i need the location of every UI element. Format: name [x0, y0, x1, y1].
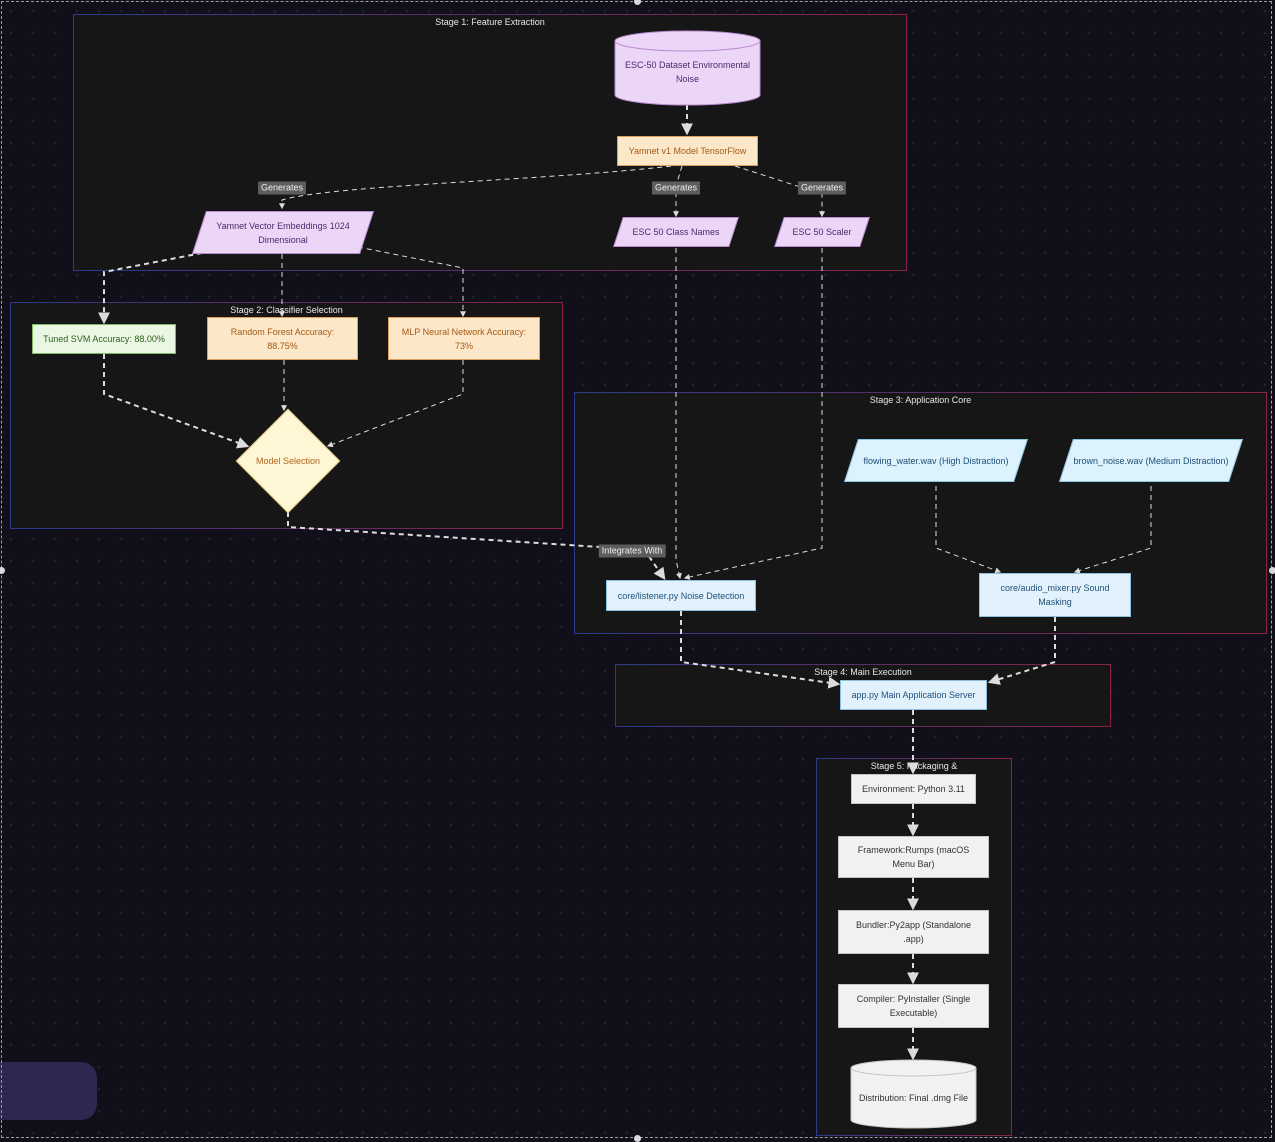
distribution-label: Distribution: Final .dmg File: [858, 1093, 969, 1103]
brown-noise-label: brown_noise.wav (Medium Distraction): [1073, 454, 1228, 468]
edge-label-generates-3: Generates: [797, 181, 847, 195]
class-names-node[interactable]: ESC 50 Class Names: [618, 217, 734, 247]
model-selection-node[interactable]: Model Selection: [235, 408, 341, 514]
bundler-line1: Bundler:Py2app (Standalone: [855, 920, 972, 930]
scaler-node[interactable]: ESC 50 Scaler: [779, 217, 865, 247]
bundler-label: Bundler:Py2app (Standalone .app): [856, 918, 971, 946]
resize-handle-bottom[interactable]: [634, 1135, 641, 1142]
app-label: app.py Main Application Server: [851, 690, 976, 700]
stage-1-title: Stage 1: Feature Extraction: [435, 17, 545, 27]
compiler-line2: Executable): [889, 1008, 938, 1018]
framework-node[interactable]: Framework:Rumps (macOS Menu Bar): [838, 836, 989, 878]
framework-label: Framework:Rumps (macOS Menu Bar): [858, 843, 970, 871]
bundler-line2: .app): [903, 934, 924, 944]
yamnet-model-node[interactable]: Yamnet v1 Model TensorFlow: [617, 136, 758, 166]
edge-label-generates-1: Generates: [257, 181, 307, 195]
listener-node[interactable]: core/listener.py Noise Detection: [606, 580, 756, 611]
random-forest-line2: 88.75%: [267, 340, 298, 351]
flowing-water-line1: flowing_water.wav (High: [863, 455, 961, 466]
environment-label: Environment: Python 3.11: [862, 784, 965, 794]
svm-node[interactable]: Tuned SVM Accuracy: 88.00%: [32, 324, 176, 354]
dataset-label-line2: Noise: [675, 74, 699, 84]
framework-line2: Menu Bar): [892, 859, 935, 869]
bundler-node[interactable]: Bundler:Py2app (Standalone .app): [838, 910, 989, 954]
brown-noise-line2: Distraction): [1183, 455, 1229, 466]
svm-label: Tuned SVM Accuracy: 88.00%: [43, 334, 165, 344]
embeddings-label: Yamnet Vector Embeddings 1024 Dimensiona…: [199, 219, 367, 247]
audio-mixer-line2: Masking: [1038, 597, 1072, 607]
random-forest-line1: Random Forest Accuracy:: [230, 326, 335, 337]
mlp-node[interactable]: MLP Neural Network Accuracy: 73%: [388, 317, 540, 360]
edge-label-generates-2: Generates: [651, 181, 701, 195]
embeddings-node[interactable]: Yamnet Vector Embeddings 1024 Dimensiona…: [199, 211, 367, 254]
stage-5-title: Stage 5: Packaging &: [870, 761, 958, 771]
mlp-label: MLP Neural Network Accuracy: 73%: [402, 325, 526, 353]
resize-handle-left[interactable]: [0, 567, 5, 574]
compiler-node[interactable]: Compiler: PyInstaller (Single Executable…: [838, 984, 989, 1028]
audio-mixer-node[interactable]: core/audio_mixer.py Sound Masking: [979, 573, 1131, 617]
mlp-line2: 73%: [454, 340, 473, 351]
app-node[interactable]: app.py Main Application Server: [840, 680, 987, 710]
listener-label: core/listener.py Noise Detection: [617, 590, 745, 601]
compiler-line1: Compiler: PyInstaller (Single: [856, 994, 971, 1004]
random-forest-label: Random Forest Accuracy: 88.75%: [231, 325, 335, 353]
compiler-label: Compiler: PyInstaller (Single Executable…: [857, 992, 971, 1020]
brown-noise-line1: brown_noise.wav (Medium: [1073, 455, 1181, 466]
distribution-node[interactable]: Distribution: Final .dmg File: [850, 1059, 977, 1129]
resize-handle-right[interactable]: [1269, 567, 1275, 574]
corner-panel-tab[interactable]: [0, 1062, 97, 1120]
database-cylinder-icon: [614, 30, 761, 106]
scaler-label: ESC 50 Scaler: [792, 227, 852, 237]
stage-3-title: Stage 3: Application Core: [869, 395, 972, 405]
database-cylinder-icon: [850, 1059, 977, 1129]
flowing-water-line2: Distraction): [963, 455, 1009, 466]
audio-mixer-label: core/audio_mixer.py Sound Masking: [1000, 581, 1109, 609]
dataset-node[interactable]: ESC-50 Dataset Environmental Noise: [614, 30, 761, 106]
edge-label-integrates-with: Integrates With: [598, 544, 666, 558]
random-forest-node[interactable]: Random Forest Accuracy: 88.75%: [207, 317, 358, 360]
model-selection-label: Model Selection: [255, 456, 321, 466]
audio-mixer-line1: core/audio_mixer.py Sound: [1000, 583, 1110, 593]
environment-node[interactable]: Environment: Python 3.11: [851, 774, 976, 804]
dataset-label-line1: ESC-50 Dataset Environmental: [624, 60, 751, 70]
yamnet-model-label: Yamnet v1 Model TensorFlow: [628, 146, 747, 156]
embeddings-label-line1: Yamnet Vector Embeddings: [216, 220, 328, 231]
stage-2-title: Stage 2: Classifier Selection: [230, 305, 343, 315]
stage-4-title: Stage 4: Main Execution: [814, 667, 912, 677]
dataset-label: ESC-50 Dataset Environmental Noise: [614, 50, 761, 86]
flowing-water-node[interactable]: flowing_water.wav (High Distraction): [851, 439, 1021, 482]
framework-line1: Framework:Rumps (macOS: [857, 845, 970, 855]
resize-handle-top[interactable]: [634, 0, 641, 5]
embeddings-label-line2: 1024 Dimensional: [258, 220, 350, 245]
flowing-water-label: flowing_water.wav (High Distraction): [863, 454, 1008, 468]
class-names-label: ESC 50 Class Names: [632, 227, 720, 237]
brown-noise-node[interactable]: brown_noise.wav (Medium Distraction): [1066, 439, 1236, 482]
mlp-line1: MLP Neural Network Accuracy:: [401, 326, 527, 337]
